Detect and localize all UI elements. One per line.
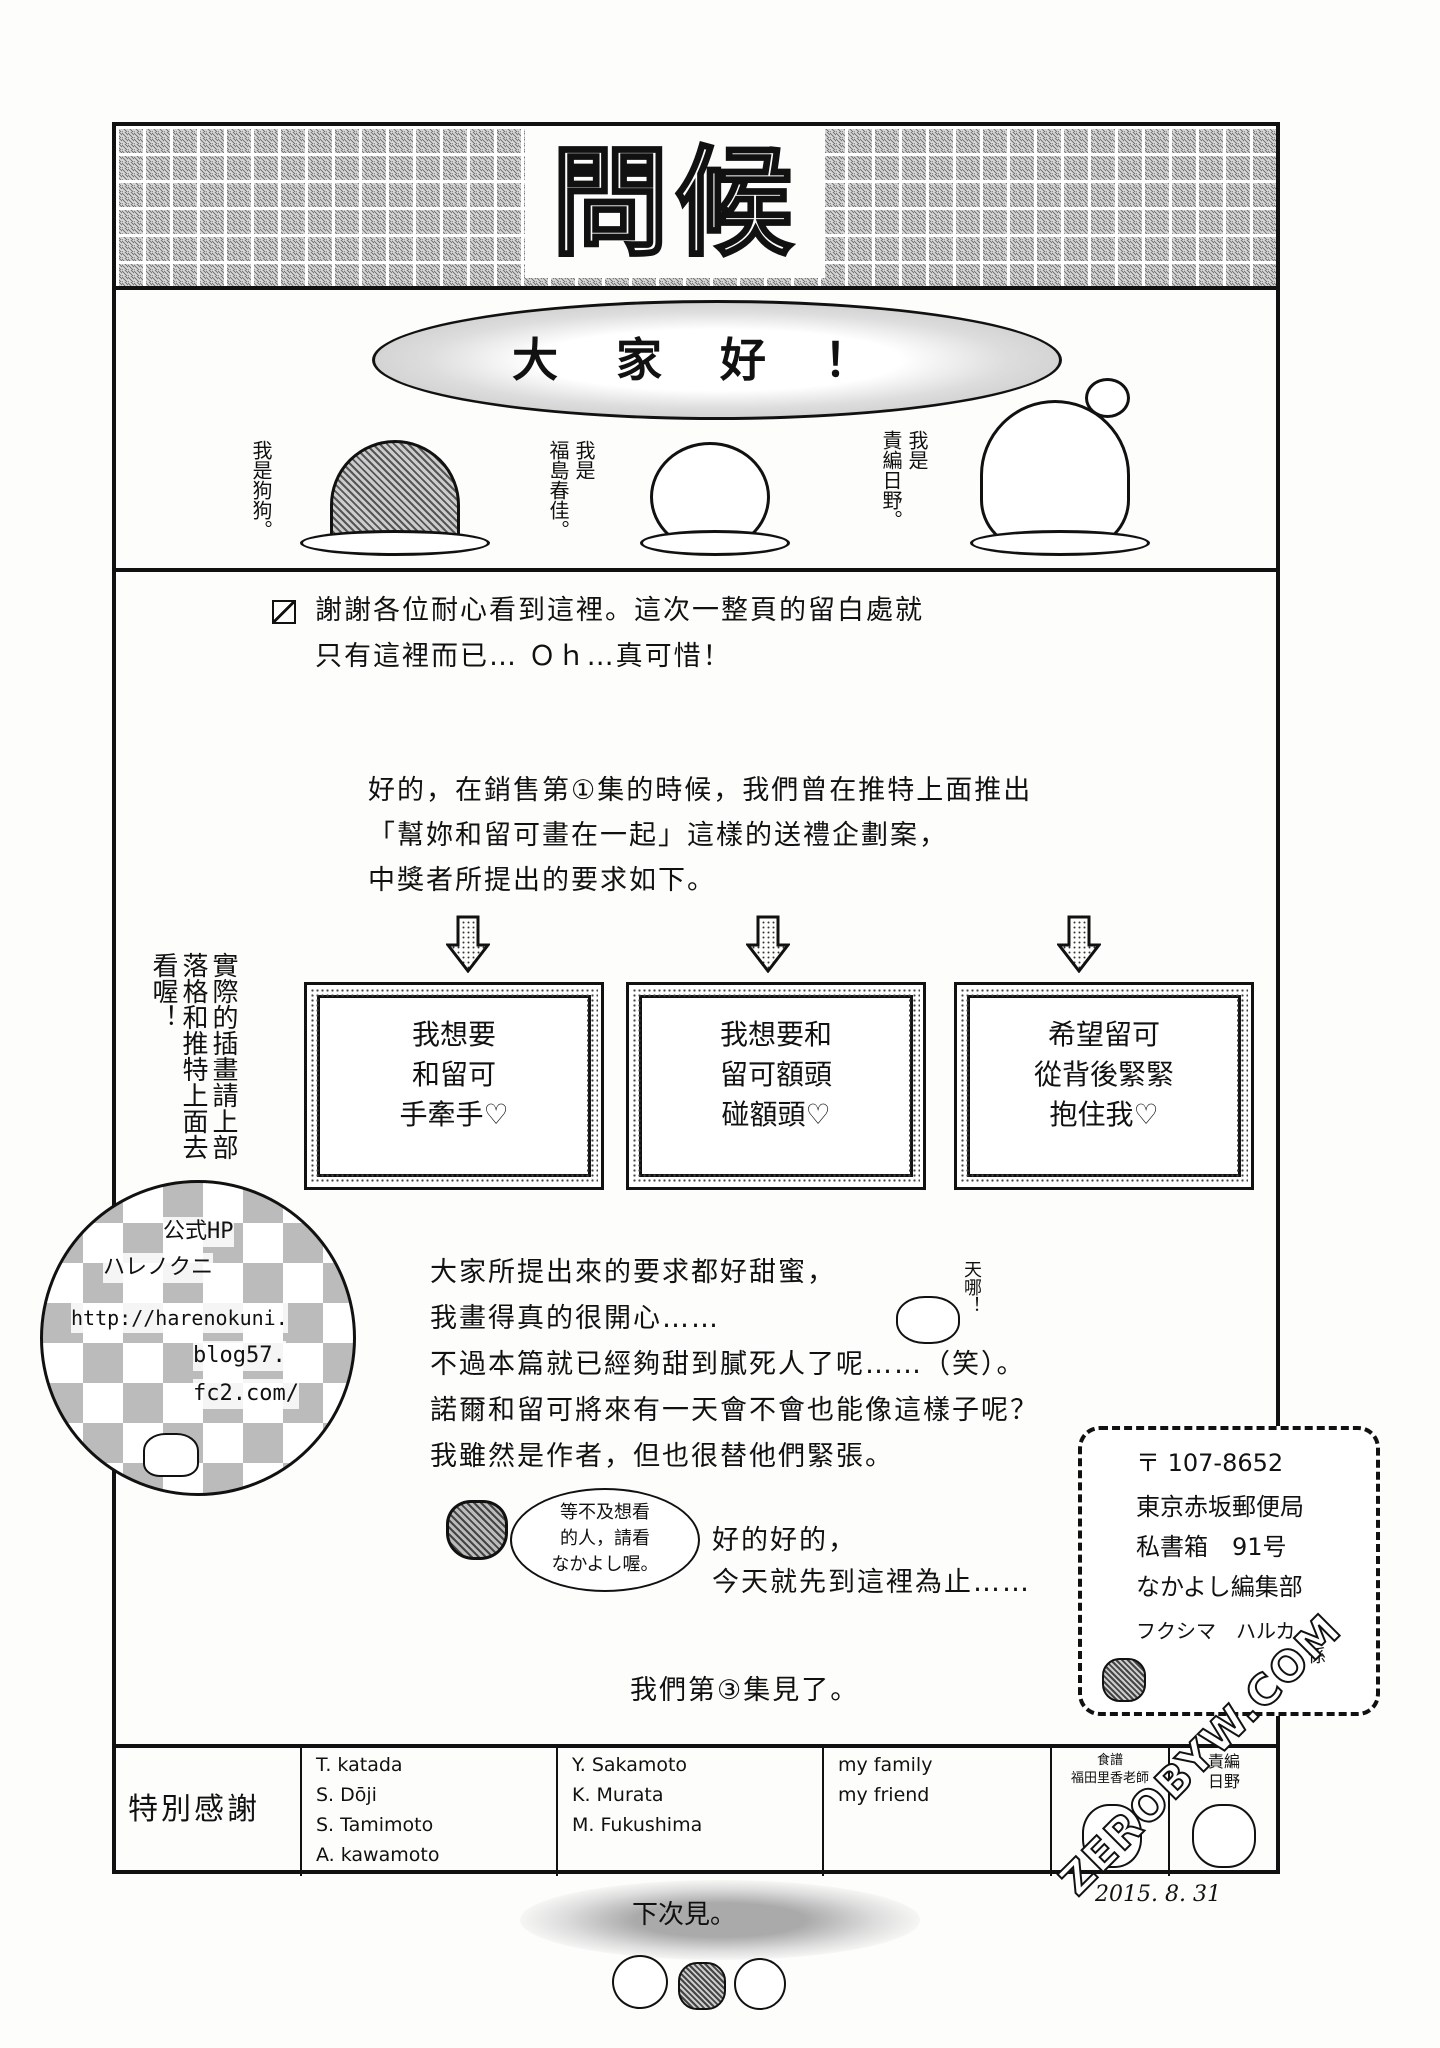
page-title: 問候 — [549, 133, 799, 274]
address-line-3: なかよし編集部 — [1136, 1573, 1303, 1601]
wish-text-1: 我想要 和留可 手牽手♡ — [399, 1018, 509, 1131]
date-text: 2015. 8. 31 — [1095, 1882, 1221, 1907]
greeting-text: 大家好！ — [512, 333, 928, 387]
recipe-teacher-face-icon — [1082, 1804, 1142, 1868]
thanks-name: S. Tamimoto — [316, 1814, 434, 1836]
campaign-line-2: 「幫妳和留可畫在一起」這樣的送禮企劃案， — [368, 820, 948, 851]
intro-line-1: 謝謝各位耐心看到這裡。這次一整頁的留白處就 — [315, 595, 924, 626]
down-arrow-icon — [1057, 915, 1101, 973]
speaker-dog-label: 我是狗狗。 — [249, 440, 273, 540]
address-line-4: フクシマ ハルカ — [1136, 1619, 1296, 1643]
speaker-author-label: 我是 福島春佳。 — [546, 440, 596, 540]
editor-chibi-icon — [734, 1958, 786, 2010]
thanks-name: S. Dōji — [316, 1784, 377, 1806]
recipe-credit: 食譜 福田里香老師 — [1050, 1748, 1168, 1876]
thanks-column-3: my family my friend — [822, 1748, 1050, 1876]
wish-box-1: 我想要 和留可 手牽手♡ — [304, 982, 604, 1190]
editor-credit-label: 責編 日野 — [1207, 1752, 1240, 1791]
next-time-text: 下次見。 — [632, 1900, 737, 1930]
thanks-name: M. Fukushima — [572, 1814, 703, 1836]
greeting-panel — [116, 290, 1276, 572]
editor-head-icon — [980, 400, 1130, 550]
homepage-url-3[interactable]: fc2.com/ — [193, 1379, 299, 1409]
author-cushion-icon — [640, 530, 790, 556]
homepage-url-2[interactable]: blog57. — [193, 1341, 286, 1371]
thanks-column-2: Y. Sakamoto K. Murata M. Fukushima — [556, 1748, 822, 1876]
editor-credit: 責編 日野 — [1168, 1748, 1278, 1876]
thanks-column-1: T. katada S. Dōji S. Tamimoto A. kawamot… — [300, 1748, 556, 1876]
thanks-name: T. katada — [316, 1754, 403, 1776]
cat-character-icon — [446, 1500, 508, 1560]
thanks-name: A. kawamoto — [316, 1844, 440, 1866]
address-line-1: 東京赤坂郵便局 — [1136, 1493, 1304, 1521]
title-box — [525, 128, 825, 278]
editor-cushion-icon — [970, 530, 1150, 556]
homepage-line-1: 公式HP — [163, 1217, 234, 1247]
wish-box-inner — [643, 999, 909, 1173]
thanks-name: my family — [838, 1754, 933, 1776]
pencil-icon — [272, 600, 296, 624]
wish-text-3: 希望留可 從背後緊緊 抱住我♡ — [1033, 1018, 1174, 1131]
cat-doodle-icon — [143, 1433, 199, 1477]
down-arrow-icon — [746, 915, 790, 973]
closing-line-1: 大家所提出來的要求都好甜蜜， — [430, 1257, 836, 1288]
exclaim-text: 天哪！ — [961, 1260, 982, 1314]
wish-text-2: 我想要和 留可額頭 碰額頭♡ — [719, 1018, 832, 1131]
campaign-line-3: 中獎者所提出的要求如下。 — [368, 865, 716, 896]
address-box: 〒 107-8652 東京赤坂郵便局 私書箱 91号 なかよし編集部 フクシマ … — [1078, 1426, 1380, 1716]
special-thanks-row — [112, 1744, 1280, 1880]
address-line-2: 私書箱 91号 — [1136, 1533, 1287, 1561]
campaign-line-1: 好的，在銷售第①集的時候，我們曾在推特上面推出 — [368, 775, 1033, 806]
speech-bubble — [372, 300, 1062, 420]
thanks-name: K. Murata — [572, 1784, 664, 1806]
wish-box-inner — [321, 999, 587, 1173]
ending-line-1: 好的好的， — [712, 1525, 857, 1556]
thanks-heading: 特別感謝 — [128, 1792, 260, 1827]
closing-line-2: 我畫得真的很開心…… — [430, 1303, 720, 1334]
see-you-text: 我們第③集見了。 — [630, 1675, 860, 1706]
thanks-name: my friend — [838, 1784, 930, 1806]
wish-box-2: 我想要和 留可額頭 碰額頭♡ — [626, 982, 926, 1190]
cat-mascot-icon — [1102, 1658, 1146, 1702]
ending-line-2: 今天就先到這裡為止…… — [712, 1567, 1031, 1598]
intro-line-2: 只有這裡而已… Ｏｈ…真可惜！ — [315, 641, 732, 672]
cat-bubble-text: 等不及想看 的人，請看 なかよし喔。 — [551, 1502, 659, 1575]
side-note: 實際的插畫請上部落格和推特上面去看喔！ — [148, 952, 238, 1160]
homepage-url-1[interactable]: http://harenokuni. — [71, 1303, 288, 1333]
closing-line-3: 不過本篇就已經夠甜到膩死人了呢……（笑）。 — [430, 1349, 1026, 1380]
dog-cushion-icon — [300, 530, 490, 556]
wish-box-inner — [971, 999, 1237, 1173]
speaker-editor-label: 我是 責編日野。 — [879, 430, 929, 530]
wish-box-3: 希望留可 從背後緊緊 抱住我♡ — [954, 982, 1254, 1190]
editor-curl-icon — [1085, 378, 1130, 418]
editor-face-icon — [1192, 1804, 1256, 1868]
postal-code: 〒 107-8652 — [1136, 1449, 1284, 1477]
closing-line-4: 諾爾和留可將來有一天會不會也能像這樣子呢？ — [430, 1395, 1039, 1426]
surprised-face-icon — [896, 1296, 960, 1344]
address-line-5: 係 — [1308, 1646, 1326, 1667]
cat-chibi-icon — [678, 1962, 726, 2010]
down-arrow-icon — [446, 915, 490, 973]
recipe-credit-label: 食譜 福田里香老師 — [1070, 1753, 1149, 1786]
homepage-line-2: ハレノクニ — [103, 1253, 214, 1283]
author-chibi-icon — [612, 1955, 668, 2009]
thanks-name: Y. Sakamoto — [572, 1754, 688, 1776]
footer-cloud — [520, 1880, 920, 1960]
closing-line-5: 我雖然是作者，但也很替他們緊張。 — [430, 1441, 894, 1472]
homepage-circle: 公式HP ハレノクニ http://harenokuni. blog57. fc… — [40, 1180, 356, 1496]
cat-speech-bubble — [510, 1488, 700, 1592]
